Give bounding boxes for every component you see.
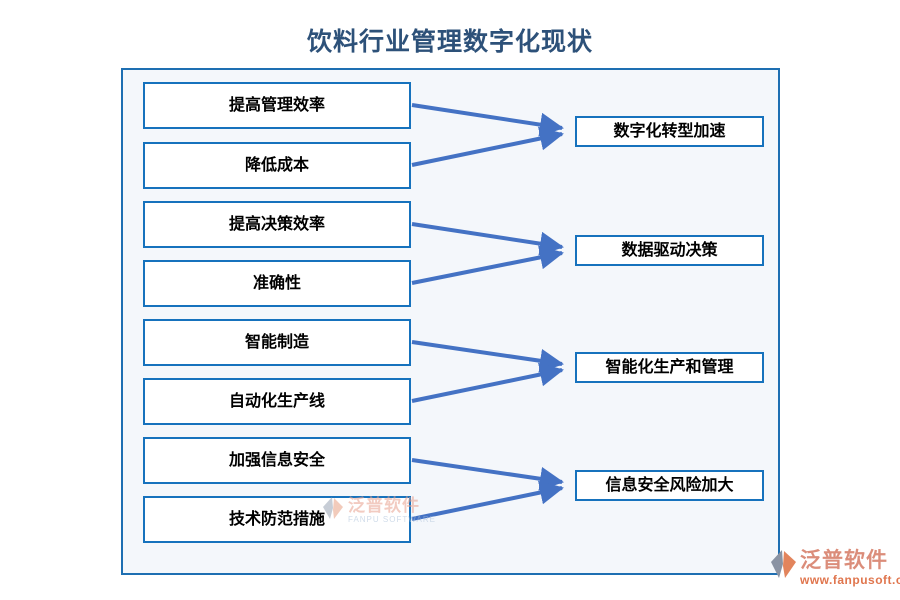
cause-box-smart-manufacturing: 智能制造 — [143, 319, 411, 366]
cause-box-reduce-cost: 降低成本 — [143, 142, 411, 189]
footer-brand-name: 泛普软件 — [800, 549, 888, 572]
footer-brand-url: www.fanpusoft.com — [800, 573, 900, 587]
page-title: 饮料行业管理数字化现状 — [306, 29, 593, 56]
cause-box-technical-safeguards: 技术防范措施 — [143, 496, 411, 543]
cause-box-automated-production-line: 自动化生产线 — [143, 378, 411, 425]
footer-brand: 泛普软件 www.fanpusoft.com — [770, 549, 900, 587]
fanpu-logo-icon — [771, 550, 796, 578]
cause-box-strengthen-info-security: 加强信息安全 — [143, 437, 411, 484]
effect-box-digital-transformation-accelerating: 数字化转型加速 — [575, 116, 764, 147]
cause-box-improve-management-efficiency: 提高管理效率 — [143, 82, 411, 129]
effect-box-intelligent-production-management: 智能化生产和管理 — [575, 352, 764, 383]
cause-box-accuracy: 准确性 — [143, 260, 411, 307]
effect-box-data-driven-decisions: 数据驱动决策 — [575, 235, 764, 266]
cause-box-improve-decision-efficiency: 提高决策效率 — [143, 201, 411, 248]
effect-box-info-security-risk-increasing: 信息安全风险加大 — [575, 470, 764, 501]
